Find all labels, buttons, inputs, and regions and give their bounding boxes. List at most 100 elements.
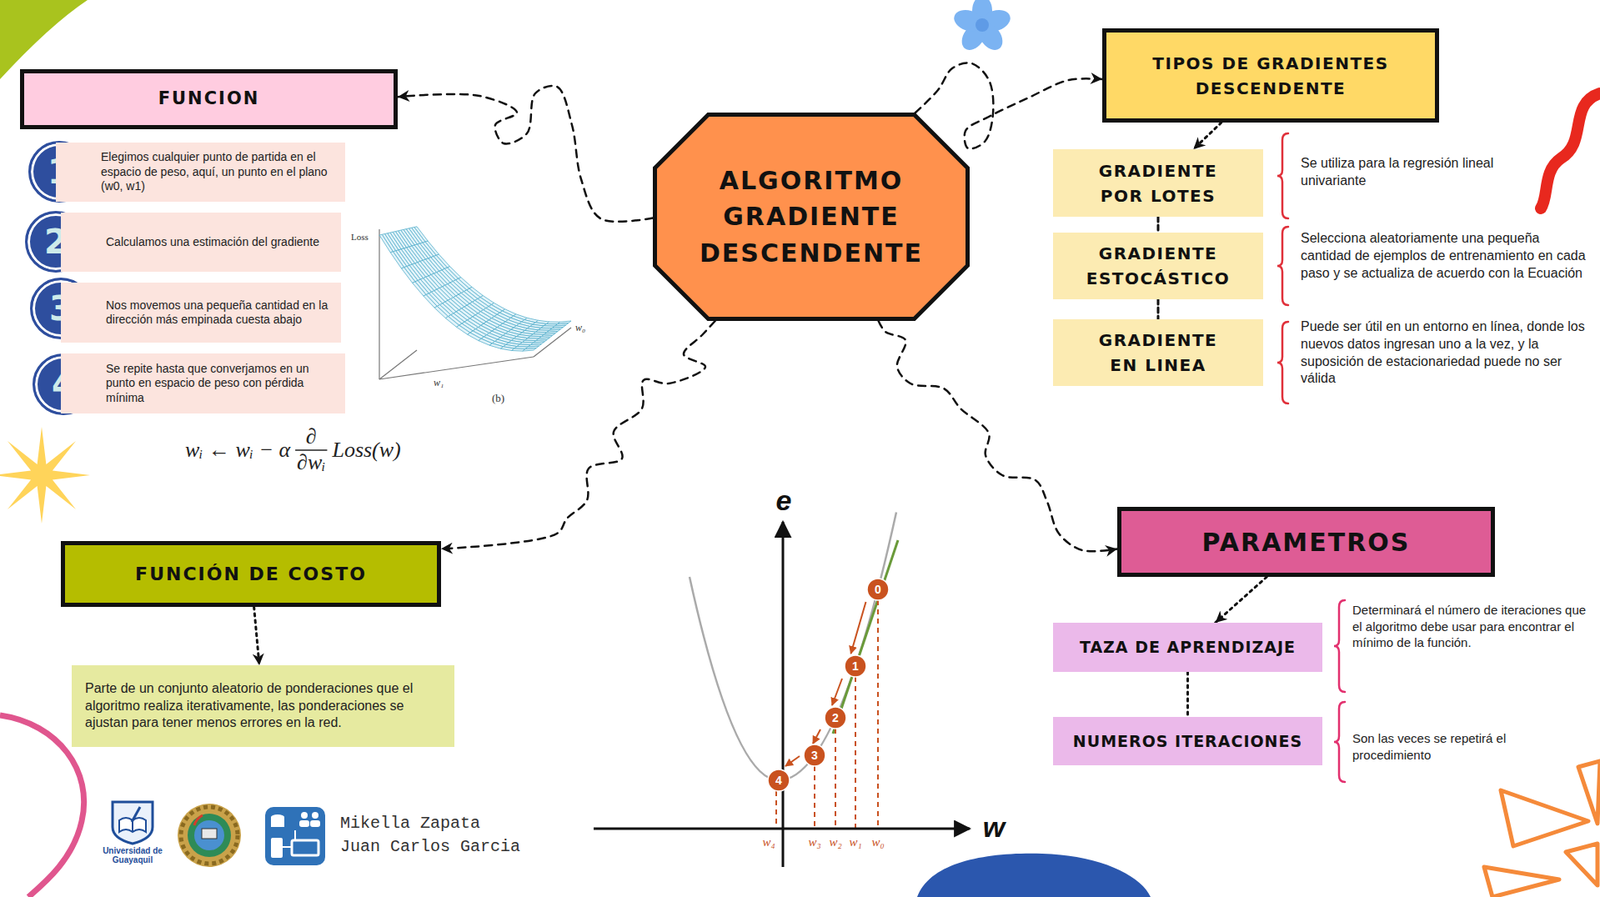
drop-line xyxy=(877,600,879,829)
step-box-text: Se repite hasta que converjamos en un pu… xyxy=(105,361,337,407)
logo-icon xyxy=(282,846,292,848)
connectors xyxy=(254,62,1268,718)
connector xyxy=(1157,299,1160,320)
connector xyxy=(1157,216,1160,233)
formula-numerator: ∂ xyxy=(305,425,317,450)
step-box: Elegimos cualquier punto de partida en e… xyxy=(55,142,346,202)
logo-icon xyxy=(291,840,319,856)
logo-pen xyxy=(131,807,141,823)
curly-bracket xyxy=(1277,133,1289,219)
y-axis xyxy=(782,521,785,868)
parameter-box: TAZA DE APRENDIZAJE xyxy=(1053,622,1323,673)
error-chart xyxy=(593,512,970,868)
connector xyxy=(1186,672,1189,718)
step-point xyxy=(824,707,847,729)
step-box-text: Elegimos cualquier punto de partida en e… xyxy=(100,150,337,195)
triangle-outline xyxy=(1484,867,1560,897)
logo-text: Universidad de Guayaquil xyxy=(96,847,169,865)
type-box: GRADIENTE EN LINEA xyxy=(1053,319,1264,387)
logo-gear xyxy=(180,807,238,864)
connector xyxy=(1193,122,1221,150)
tangent-line xyxy=(832,540,898,734)
surface-cell xyxy=(478,338,493,346)
step-arrow xyxy=(851,601,867,654)
surface-cell xyxy=(522,348,537,352)
octagon-shape xyxy=(655,115,969,320)
section-box-text: FUNCION xyxy=(158,85,261,113)
star-decoration xyxy=(0,426,91,524)
step-arrow xyxy=(812,729,821,744)
step-point xyxy=(803,744,826,767)
logo-tile xyxy=(265,807,326,866)
connector xyxy=(397,85,653,222)
type-box: GRADIENTE ESTOCÁSTICO xyxy=(1053,232,1264,300)
logo-icon xyxy=(270,817,285,828)
flower-center xyxy=(975,18,989,32)
triangle-outline xyxy=(1565,843,1598,886)
central-octagon: ALGORITMO GRADIENTE DESCENDENTE xyxy=(652,112,970,322)
axis-label: w xyxy=(983,812,1005,842)
logo-shield xyxy=(112,802,153,844)
section-box: TIPOS DE GRADIENTES DESCENDENTE xyxy=(1102,28,1440,123)
connector xyxy=(1215,576,1268,623)
faculty-logo xyxy=(177,803,241,868)
step-point xyxy=(767,769,790,792)
triangle-decoration xyxy=(1484,761,1600,897)
surface-cell xyxy=(390,251,404,269)
callout-number: 3 xyxy=(811,749,818,762)
drop-line xyxy=(834,728,837,829)
flower-decoration xyxy=(951,0,1014,55)
surface-cell xyxy=(423,295,437,309)
step-box-text: Nos movemos una pequeña cantidad en la d… xyxy=(105,298,333,328)
callout-number: 4 xyxy=(775,774,783,787)
axis-label: w₁ xyxy=(433,376,444,390)
type-box-text: GRADIENTE EN LINEA xyxy=(1083,327,1233,378)
step-box: Nos movemos una pequeña cantidad en la d… xyxy=(60,282,342,343)
type-box: GRADIENTE POR LOTES xyxy=(1053,149,1264,217)
squiggle-decoration xyxy=(1540,93,1600,209)
curly-bracket xyxy=(1334,600,1345,693)
drop-line xyxy=(854,677,857,829)
step-box: Calculamos una estimación del gradiente xyxy=(60,212,342,272)
formula-denominator: ∂wᵢ xyxy=(296,451,326,476)
x-axis xyxy=(593,827,970,831)
curly-bracket xyxy=(1277,321,1289,404)
surface-cell xyxy=(379,234,393,253)
callout-number: 2 xyxy=(832,712,839,724)
logo-icon xyxy=(270,837,283,858)
section-box: FUNCION xyxy=(20,69,398,130)
author-name: Mikella Zapata xyxy=(340,813,481,833)
description-note: Selecciona aleatoriamente una pequeña ca… xyxy=(1300,230,1589,282)
author-name: Juan Carlos Garcia xyxy=(340,837,521,857)
drop-line xyxy=(813,766,816,829)
description-note: Son las veces se repetirá el procedimien… xyxy=(1352,730,1578,763)
parameter-box-text: NUMEROS ITERACIONES xyxy=(1073,730,1303,753)
parameter-box-text: TAZA DE APRENDIZAJE xyxy=(1079,636,1296,659)
surface-cell xyxy=(434,305,448,318)
logo-ring xyxy=(177,803,241,868)
axis-label: w₀ xyxy=(575,321,586,335)
section-box: FUNCIÓN DE COSTO xyxy=(60,541,442,607)
description-note: Se utiliza para la regresión lineal univ… xyxy=(1300,155,1535,191)
surface-cell xyxy=(412,281,427,296)
section-box-text: PARAMETROS xyxy=(1202,523,1411,562)
step-box-text: Calculamos una estimación del gradiente xyxy=(105,235,320,251)
tick-label: w₄ xyxy=(762,836,775,849)
logo-icon xyxy=(311,812,319,819)
logo-accent xyxy=(194,815,203,826)
tick-label: w₃ xyxy=(807,836,821,849)
loss-surface xyxy=(379,226,572,380)
error-curve xyxy=(689,512,897,782)
triangle-outline xyxy=(1500,790,1589,847)
drop-line xyxy=(775,791,778,829)
connector xyxy=(254,606,260,666)
corner-blob xyxy=(0,0,88,80)
logo-icon xyxy=(294,830,296,841)
step-box: Se repite hasta que converjamos en un pu… xyxy=(60,353,346,414)
description-note: Determinará el número de iteraciones que… xyxy=(1352,601,1595,652)
logo-inner xyxy=(187,813,231,858)
tick-label: w₂ xyxy=(828,836,842,849)
connector xyxy=(441,321,716,549)
curly-bracket xyxy=(1334,702,1345,783)
